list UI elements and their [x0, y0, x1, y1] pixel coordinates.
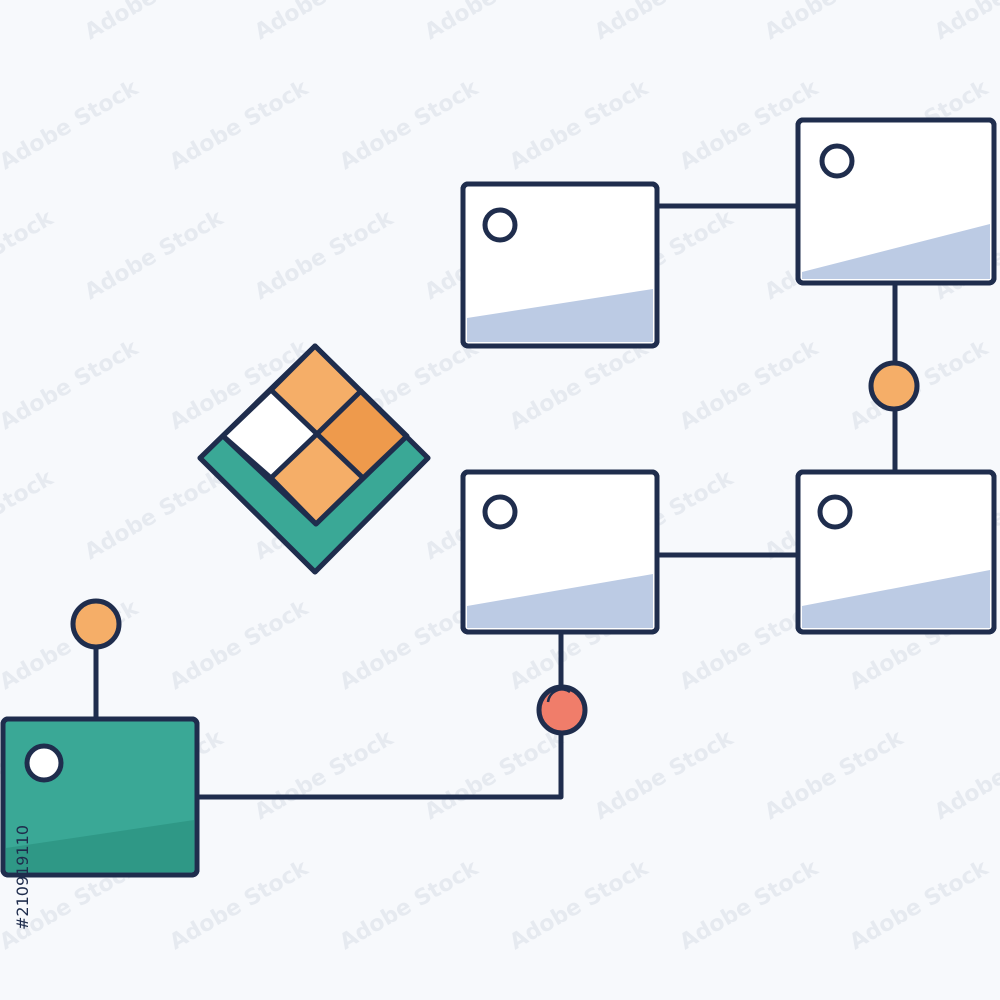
box-mid-left-port [482, 494, 518, 530]
watermark-text: Adobe Stock [251, 205, 399, 305]
watermark-text: Adobe Stock [506, 335, 654, 435]
watermark-text: Adobe Stock [81, 205, 229, 305]
watermark-text: Adobe Stock [421, 725, 569, 825]
antenna-dot [70, 598, 122, 650]
watermark-text: Adobe Stock [251, 0, 399, 45]
box-top-right [795, 117, 997, 286]
watermark-text: Adobe Stock [166, 595, 314, 695]
watermark-text: Adobe Stock [81, 465, 229, 565]
watermark-text: Adobe Stock [506, 855, 654, 955]
watermark-text: Adobe Stock [846, 855, 994, 955]
watermark-text: Adobe Stock [591, 725, 739, 825]
watermark-text: Adobe Stock [0, 465, 59, 565]
box-top-left [460, 181, 660, 349]
decision-diamond [197, 343, 431, 575]
watermark-text: Adobe Stock [0, 75, 144, 175]
watermark-text: Adobe Stock [336, 855, 484, 955]
watermark-text: Adobe Stock [336, 75, 484, 175]
watermark-text: Adobe Stock [761, 725, 909, 825]
watermark-text: Adobe Stock [81, 0, 229, 45]
watermark-text: Adobe Stock [931, 0, 1000, 45]
watermark-text: Adobe Stock [0, 0, 59, 45]
box-start-port [24, 743, 64, 783]
box-top-left-port [482, 207, 518, 243]
watermark-text: Adobe Stock [166, 75, 314, 175]
watermark-text: Adobe Stock [591, 0, 739, 45]
watermark-text: Adobe Stock [846, 335, 994, 435]
watermark-text: Adobe Stock [0, 205, 59, 305]
watermark-text: Adobe Stock [0, 595, 144, 695]
diamond-inner-edge [221, 434, 409, 527]
watermark-text: Adobe Stock [506, 75, 654, 175]
watermark-text: Adobe Stock [251, 725, 399, 825]
box-mid-right [795, 469, 997, 635]
junction-dot-red [536, 684, 588, 736]
box-mid-left [460, 469, 660, 635]
watermark-text: Adobe Stock [0, 335, 144, 435]
watermark-text: Adobe Stock [676, 855, 824, 955]
box-top-right-port [819, 143, 855, 179]
junction-dot-orange [868, 360, 920, 412]
watermark-text: Adobe Stock [931, 725, 1000, 825]
junction-dot-red-highlight [546, 688, 571, 703]
stock-id-label: #210919110 [13, 825, 32, 930]
box-mid-right-port [817, 494, 853, 530]
watermark-text: Adobe Stock [761, 0, 909, 45]
watermark-text: Adobe Stock [676, 335, 824, 435]
box-start [0, 716, 200, 878]
watermark-text: Adobe Stock [421, 0, 569, 45]
diamond-outline [197, 343, 431, 575]
